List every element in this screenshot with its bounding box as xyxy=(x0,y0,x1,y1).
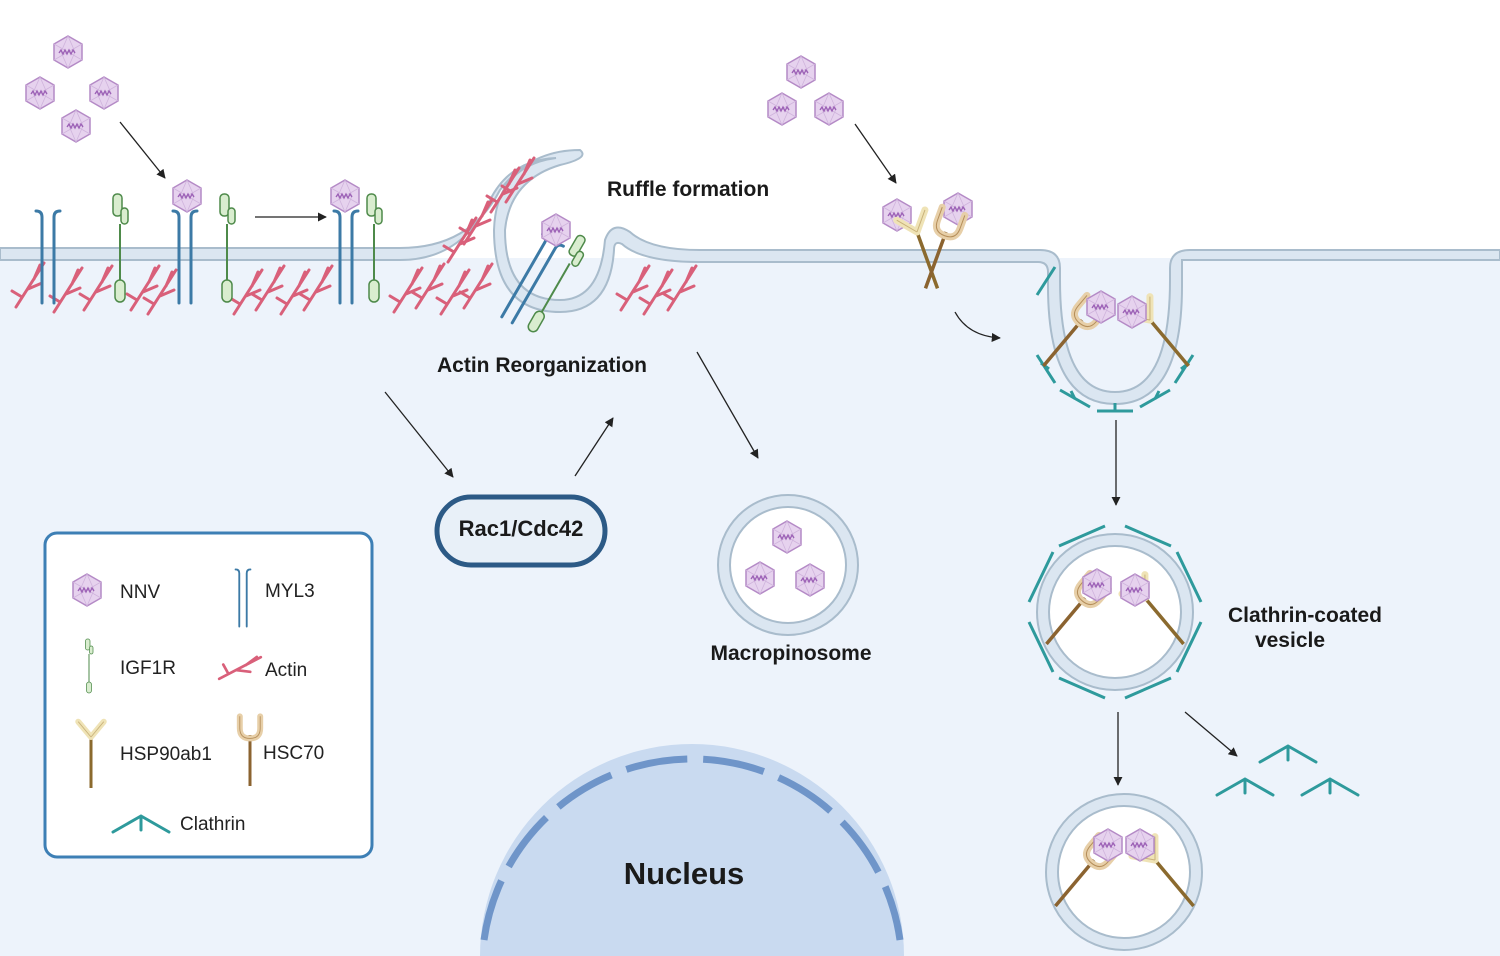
nucleus-label: Nucleus xyxy=(624,856,745,891)
macropinosome-label: Macropinosome xyxy=(710,642,871,665)
uncoated-vesicle xyxy=(1046,793,1205,951)
plasma-membrane xyxy=(0,148,1500,406)
legend-clathrin: Clathrin xyxy=(180,814,245,835)
ccv-label-line2: vesicle xyxy=(1255,629,1325,652)
legend: NNV MYL3 IGF1R Actin HSP90ab1 HSC70 Clat… xyxy=(43,531,374,859)
nucleus xyxy=(480,744,904,956)
legend-hsp: HSP90ab1 xyxy=(120,744,212,765)
rac-pill xyxy=(434,494,608,568)
virus-icon xyxy=(72,573,102,607)
actin-reorg-label: Actin Reorganization xyxy=(437,354,647,377)
clathrin-coated-vesicle xyxy=(1027,524,1203,700)
macropinosome xyxy=(717,494,859,636)
legend-igf1r: IGF1R xyxy=(120,658,176,679)
ruffle-label: Ruffle formation xyxy=(607,178,769,201)
rac-label: Rac1/Cdc42 xyxy=(459,516,584,541)
legend-myl3: MYL3 xyxy=(265,581,315,602)
legend-nnv: NNV xyxy=(120,582,160,603)
legend-actin: Actin xyxy=(265,660,307,681)
arrows xyxy=(119,121,1238,786)
ccv-label-line1: Clathrin-coated xyxy=(1228,604,1382,627)
legend-hsc: HSC70 xyxy=(263,743,324,764)
